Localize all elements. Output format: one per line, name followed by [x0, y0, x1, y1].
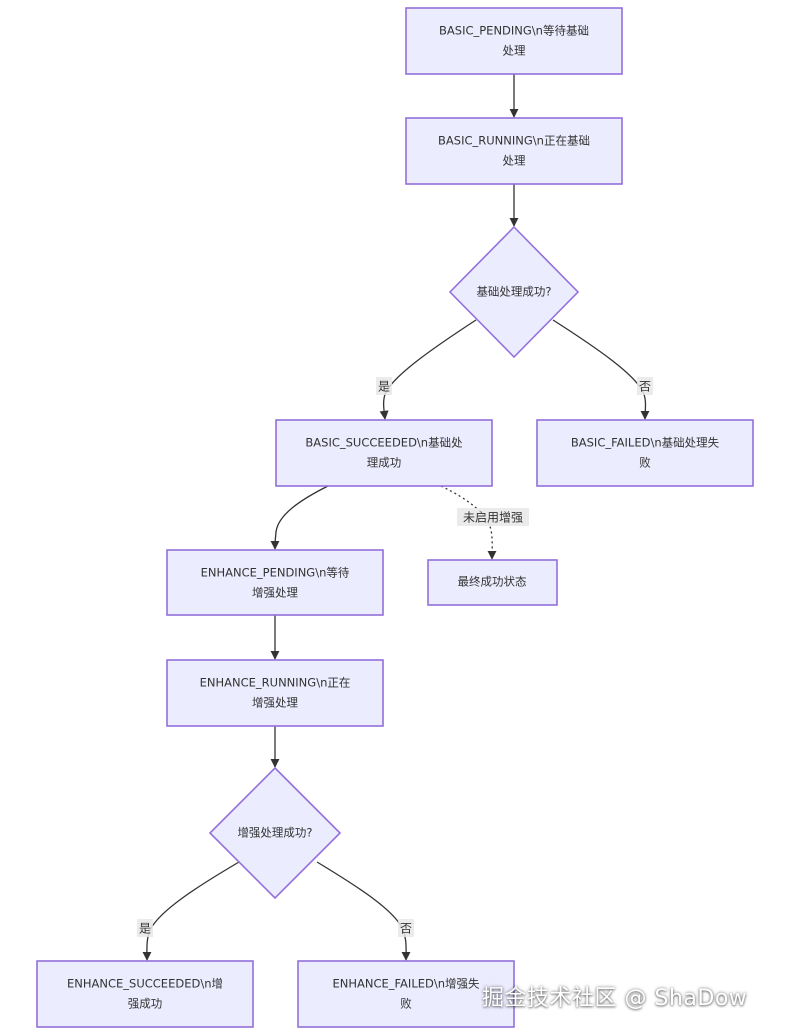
node-enhance-pending-line2: 增强处理: [252, 586, 298, 600]
node-final-success[interactable]: 最终成功状态: [427, 559, 558, 606]
edge-basic-succeeded-to-enhance-pending: [270, 485, 329, 550]
watermark: 掘金技术社区 @ ShaDow: [482, 986, 748, 1011]
edge-label-enhance-disabled-text: 未启用增强: [463, 511, 523, 525]
node-basic-running[interactable]: BASIC_RUNNING\n正在基础 处理: [405, 117, 623, 185]
node-basic-succeeded-line1: BASIC_SUCCEEDED\n基础处: [305, 436, 463, 450]
node-enhance-running[interactable]: ENHANCE_RUNNING\n正在 增强处理: [166, 659, 384, 727]
edge-labels: 是 否 未启用增强 是 否: [137, 377, 653, 937]
node-basic-pending-line2: 处理: [503, 44, 526, 58]
node-basic-failed-line2: 败: [639, 456, 651, 470]
node-enhance-failed-line2: 败: [400, 997, 412, 1011]
edge-basic-decision-yes: [379, 319, 477, 420]
edge-label-basic-no-text: 否: [639, 380, 651, 394]
node-enhance-succeeded-line1: ENHANCE_SUCCEEDED\n增: [67, 977, 223, 991]
node-enhance-failed[interactable]: ENHANCE_FAILED\n增强失 败: [297, 960, 515, 1028]
node-basic-failed-line1: BASIC_FAILED\n基础处理失: [571, 436, 720, 450]
edge-enhance-decision-no: [316, 861, 411, 961]
edge-label-enhance-yes-text: 是: [139, 922, 151, 936]
edge-label-enhance-disabled: 未启用增强: [457, 508, 529, 526]
node-enhance-failed-line1: ENHANCE_FAILED\n增强失: [332, 977, 480, 991]
edge-label-enhance-no: 否: [398, 919, 414, 937]
edge-label-basic-yes: 是: [376, 377, 392, 395]
nodes: BASIC_PENDING\n等待基础 处理 BASIC_RUNNING\n正在…: [36, 7, 754, 1028]
edge-enhance-decision-yes: [142, 861, 240, 961]
node-basic-decision-label: 基础处理成功?: [476, 285, 551, 299]
node-basic-running-line2: 处理: [503, 154, 526, 168]
edge-label-basic-no: 否: [637, 377, 653, 395]
node-enhance-decision[interactable]: 增强处理成功?: [208, 766, 342, 900]
node-enhance-pending-line1: ENHANCE_PENDING\n等待: [201, 566, 350, 580]
node-enhance-decision-label: 增强处理成功?: [237, 826, 312, 840]
edge-basic-decision-no: [552, 319, 650, 420]
node-enhance-succeeded-line2: 强成功: [128, 997, 163, 1011]
node-basic-pending[interactable]: BASIC_PENDING\n等待基础 处理: [405, 7, 623, 75]
node-final-success-label: 最终成功状态: [458, 575, 527, 589]
node-enhance-running-line2: 增强处理: [252, 696, 298, 710]
node-basic-decision[interactable]: 基础处理成功?: [448, 225, 580, 359]
node-basic-running-line1: BASIC_RUNNING\n正在基础: [438, 134, 590, 148]
node-basic-succeeded-line2: 理成功: [367, 456, 402, 470]
node-basic-pending-line1: BASIC_PENDING\n等待基础: [439, 24, 589, 38]
edge-label-enhance-no-text: 否: [400, 922, 412, 936]
edge-label-enhance-yes: 是: [137, 919, 153, 937]
node-enhance-pending[interactable]: ENHANCE_PENDING\n等待 增强处理: [166, 549, 384, 616]
node-basic-failed[interactable]: BASIC_FAILED\n基础处理失 败: [536, 419, 754, 487]
node-enhance-running-line1: ENHANCE_RUNNING\n正在: [200, 676, 351, 690]
edge-label-basic-yes-text: 是: [378, 380, 390, 394]
node-basic-succeeded[interactable]: BASIC_SUCCEEDED\n基础处 理成功: [275, 419, 493, 487]
node-enhance-succeeded[interactable]: ENHANCE_SUCCEEDED\n增 强成功: [36, 960, 254, 1028]
